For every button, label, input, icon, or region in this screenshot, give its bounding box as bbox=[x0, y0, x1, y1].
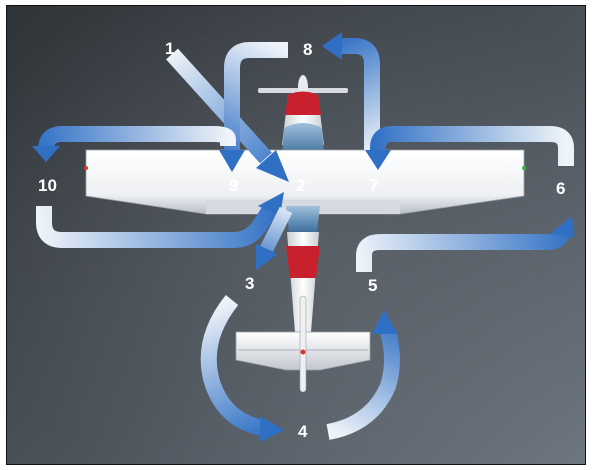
arrow-step-4-left bbox=[200, 295, 284, 442]
arrow-step-7 bbox=[365, 126, 574, 170]
step-label-3: 3 bbox=[245, 274, 254, 293]
step-label-4: 4 bbox=[298, 422, 308, 441]
arrow-step-8 bbox=[322, 32, 380, 150]
fuselage-stripe bbox=[286, 246, 320, 278]
step-label-5: 5 bbox=[368, 276, 377, 295]
arrow-step-9 bbox=[219, 42, 288, 172]
arrow-step-3 bbox=[256, 206, 293, 270]
windshield bbox=[282, 123, 324, 156]
arrow-step-4-right bbox=[326, 310, 400, 440]
step-label-7: 7 bbox=[369, 176, 378, 195]
arrow-step-10 bbox=[32, 126, 236, 162]
step-label-6: 6 bbox=[556, 179, 565, 198]
left-nav-light bbox=[84, 166, 88, 170]
step-labels: 1 2 3 4 5 6 7 8 9 10 bbox=[38, 39, 565, 441]
step-label-8: 8 bbox=[303, 40, 312, 59]
airplane bbox=[84, 75, 526, 393]
right-nav-light bbox=[522, 166, 526, 170]
step-label-9: 9 bbox=[229, 176, 238, 195]
arrow-step-2 bbox=[36, 192, 284, 248]
step-label-2: 2 bbox=[296, 176, 305, 195]
beacon-light bbox=[300, 349, 306, 355]
diagram-frame bbox=[6, 5, 586, 465]
step-label-1: 1 bbox=[165, 39, 174, 58]
step-label-10: 10 bbox=[38, 176, 57, 195]
rear-window bbox=[286, 206, 320, 232]
cowling-stripe bbox=[285, 91, 321, 115]
arrow-step-1 bbox=[166, 48, 289, 182]
arrow-step-6 bbox=[356, 216, 574, 272]
vertical-fin bbox=[299, 295, 307, 393]
